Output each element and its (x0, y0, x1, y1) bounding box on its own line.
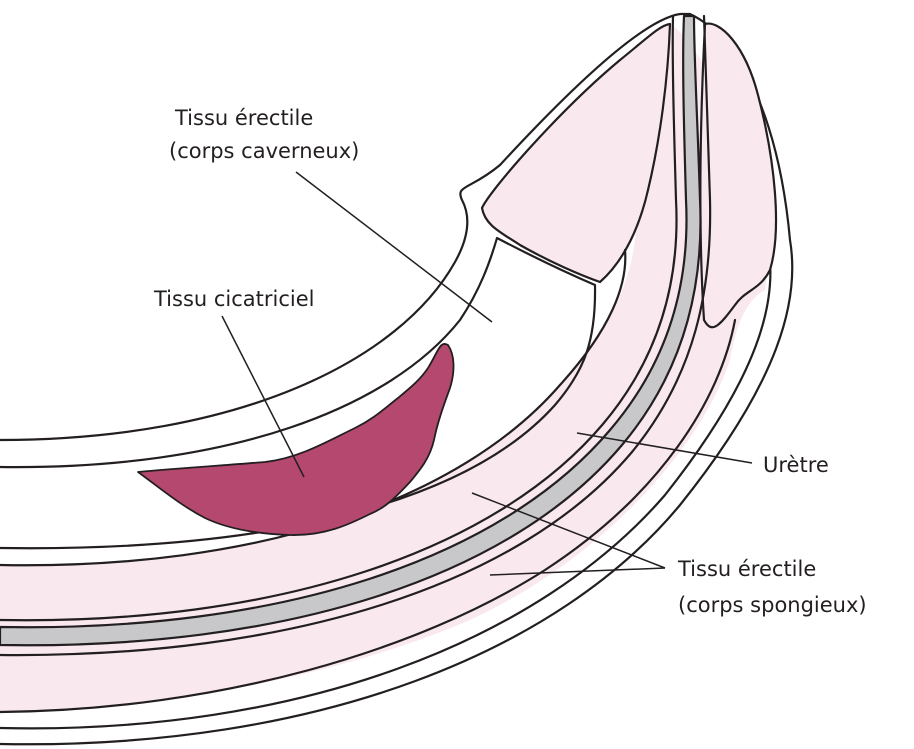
label-corps-spongieux-line1: Tissu érectile (677, 557, 816, 581)
leader-scar (222, 316, 304, 477)
label-corps-caverneux-line2: (corps caverneux) (169, 139, 359, 163)
label-scar-tissue: Tissu cicatriciel (153, 287, 315, 311)
label-corps-spongieux-line2: (corps spongieux) (678, 593, 867, 617)
label-corps-caverneux-line1: Tissu érectile (174, 106, 313, 130)
label-urethra: Urètre (763, 453, 829, 477)
